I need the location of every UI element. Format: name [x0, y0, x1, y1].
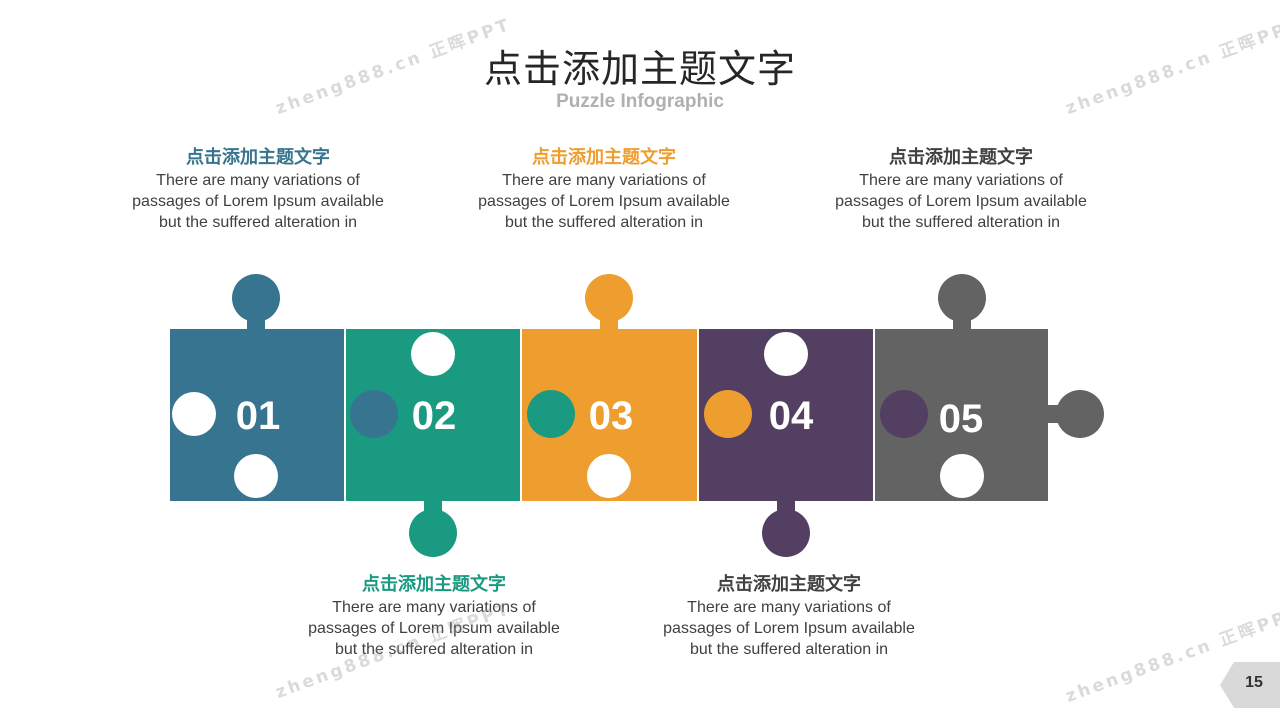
piece-3-top-knob-neck	[600, 312, 618, 332]
piece-5-right-knob	[1056, 390, 1104, 438]
piece-1-number: 01	[236, 394, 281, 438]
piece-5-top-knob	[938, 274, 986, 322]
piece-4-bottom-knob	[762, 509, 810, 557]
piece-3-bottom-notch	[587, 454, 631, 498]
piece-3-top-knob	[585, 274, 633, 322]
piece-5-number: 05	[939, 397, 984, 441]
callout-2-heading: 点击添加主题文字	[362, 574, 506, 595]
callout-4-heading: 点击添加主题文字	[717, 574, 861, 595]
piece-1-left-notch	[172, 392, 216, 436]
piece-1-bottom-notch	[234, 454, 278, 498]
piece-1-top-knob	[232, 274, 280, 322]
piece-3-right-knob	[704, 390, 752, 438]
callout-4-text: There are many variations of passages of…	[663, 599, 915, 658]
callout-3-text: There are many variations of passages of…	[478, 172, 730, 231]
callout-4[interactable]: 点击添加主题文字 There are many variations of pa…	[659, 573, 919, 660]
piece-2-number: 02	[412, 394, 457, 438]
callout-5-heading: 点击添加主题文字	[889, 147, 1033, 168]
piece-5-bottom-notch	[940, 454, 984, 498]
callout-2[interactable]: 点击添加主题文字 There are many variations of pa…	[304, 573, 564, 660]
page-number: 15	[1245, 674, 1263, 691]
piece-1-top-knob-neck	[247, 312, 265, 332]
callout-5[interactable]: 点击添加主题文字 There are many variations of pa…	[831, 146, 1091, 233]
piece-2-bottom-knob-neck	[424, 498, 442, 518]
page-number-badge	[1220, 662, 1280, 708]
callout-3-heading: 点击添加主题文字	[532, 147, 676, 168]
piece-2-top-notch	[411, 332, 455, 376]
piece-5-top-knob-neck	[953, 312, 971, 332]
piece-5-right-knob-neck	[1044, 405, 1064, 423]
piece-3-number: 03	[589, 394, 634, 438]
piece-4-top-notch	[764, 332, 808, 376]
piece-4-number: 04	[769, 394, 814, 438]
callout-3[interactable]: 点击添加主题文字 There are many variations of pa…	[474, 146, 734, 233]
slide-title[interactable]: 点击添加主题文字	[483, 47, 796, 91]
callout-1[interactable]: 点击添加主题文字 There are many variations of pa…	[128, 146, 388, 233]
piece-1-right-knob	[350, 390, 398, 438]
callout-1-text: There are many variations of passages of…	[132, 172, 384, 231]
callout-5-text: There are many variations of passages of…	[835, 172, 1087, 231]
slide-subtitle[interactable]: Puzzle Infographic	[556, 91, 724, 112]
piece-2-right-knob	[527, 390, 575, 438]
piece-4-bottom-knob-neck	[777, 498, 795, 518]
piece-2-bottom-knob	[409, 509, 457, 557]
callout-2-text: There are many variations of passages of…	[308, 599, 560, 658]
callout-1-heading: 点击添加主题文字	[186, 147, 330, 168]
piece-4-right-knob	[880, 390, 928, 438]
